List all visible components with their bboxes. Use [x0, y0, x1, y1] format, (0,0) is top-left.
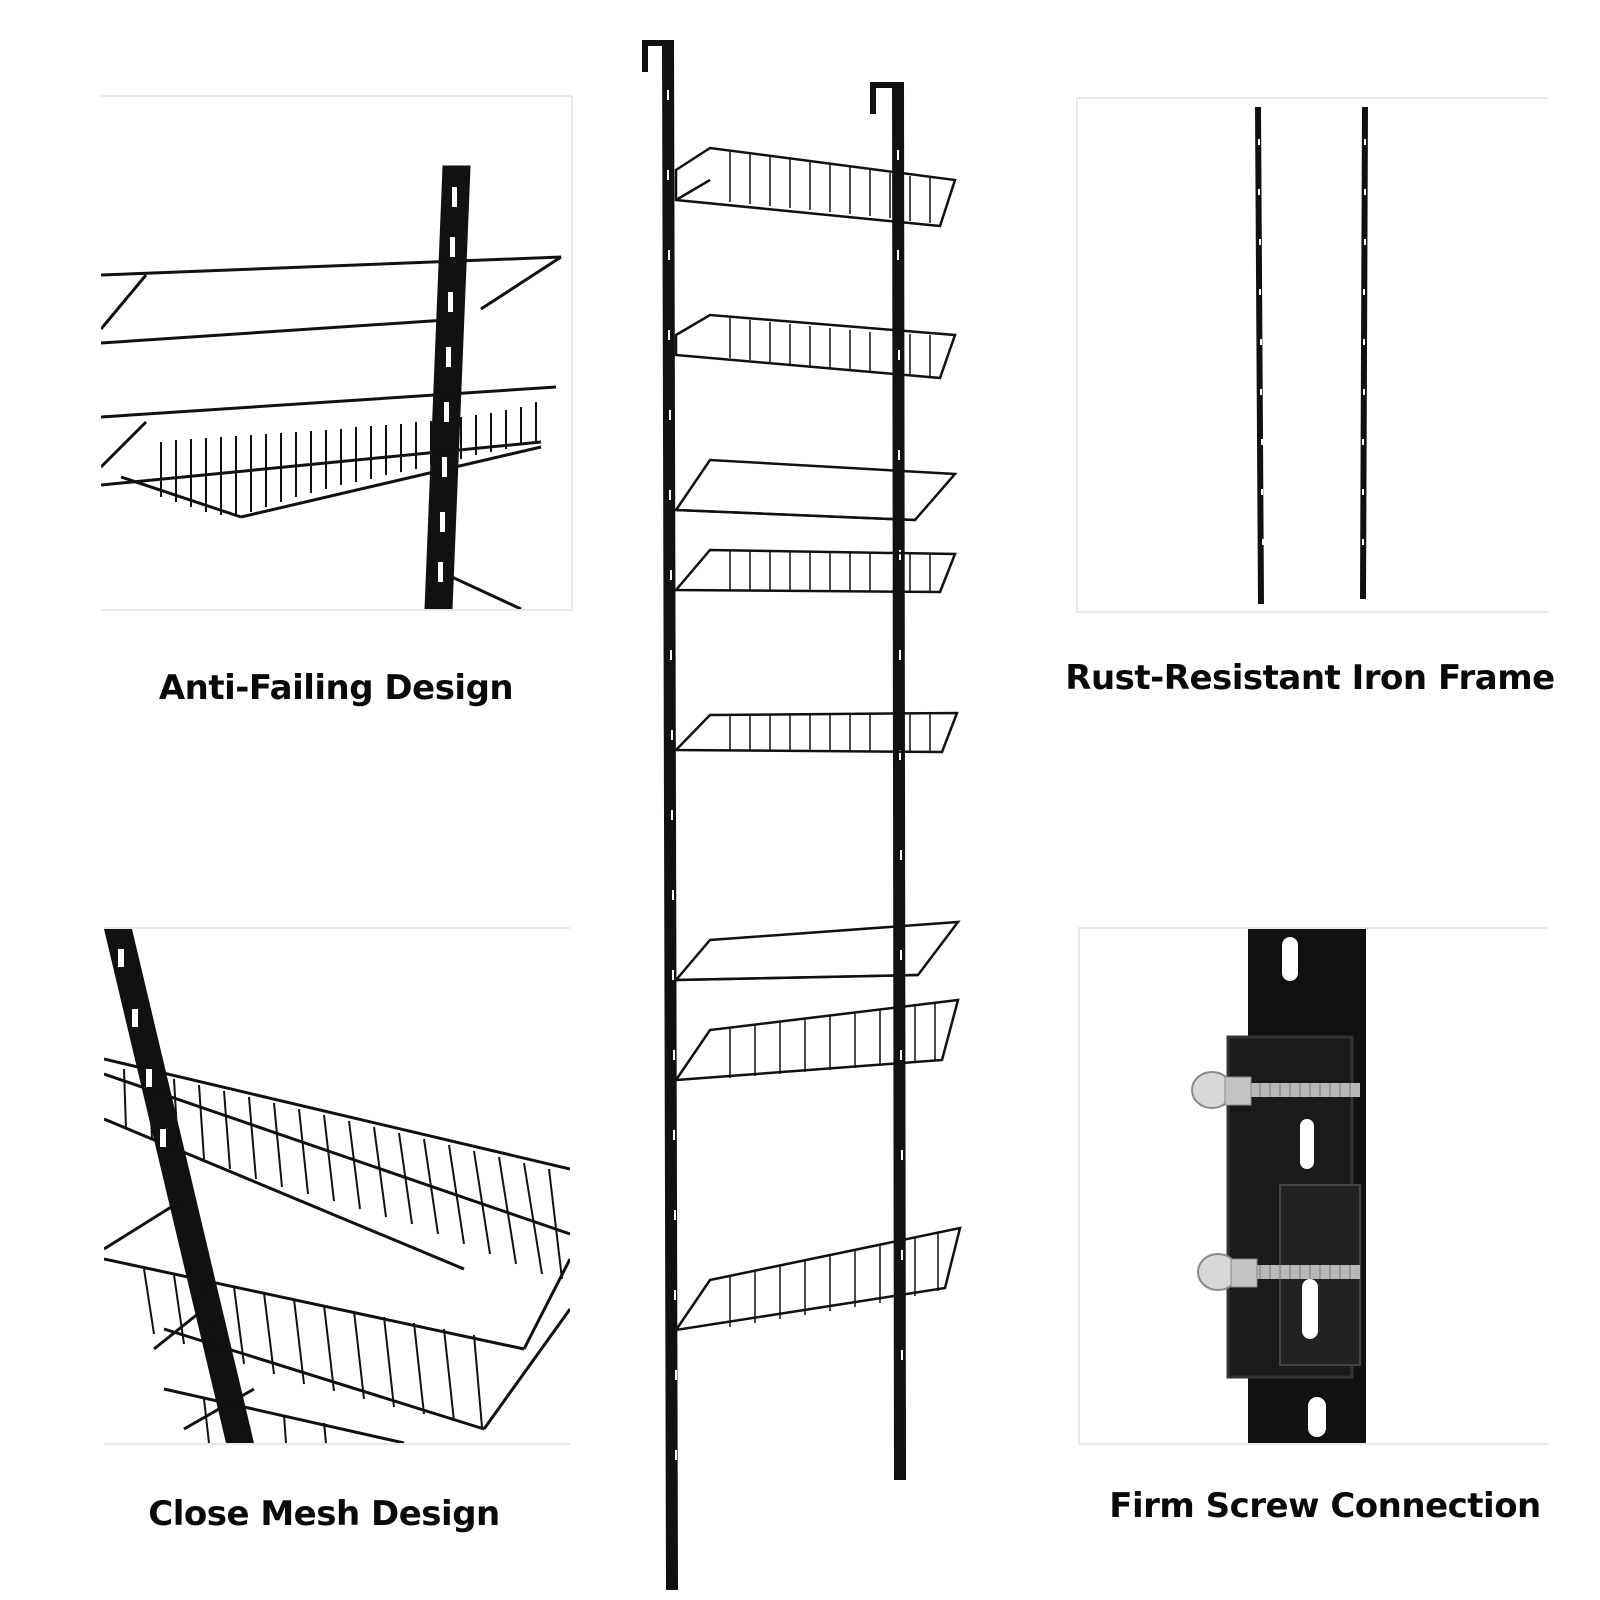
detail-photo-iron-frame [1076, 97, 1548, 613]
screw-connection-closeup [1191, 929, 1366, 1443]
iron-frame-uprights [1255, 107, 1368, 604]
caption-rust-resistant-iron-frame: Rust-Resistant Iron Frame [1065, 658, 1555, 698]
caption-anti-failing-design: Anti-Failing Design [158, 668, 514, 708]
mesh-basket-closeup [104, 929, 570, 1443]
rack-closeup-top-shelves [101, 165, 562, 609]
detail-photo-close-mesh [104, 927, 570, 1445]
detail-photo-anti-failing [101, 95, 573, 611]
caption-close-mesh-design: Close Mesh Design [148, 1494, 500, 1534]
detail-photo-screw-connection [1078, 927, 1548, 1445]
caption-firm-screw-connection: Firm Screw Connection [1109, 1486, 1541, 1526]
over-door-rack-product [642, 40, 962, 1590]
